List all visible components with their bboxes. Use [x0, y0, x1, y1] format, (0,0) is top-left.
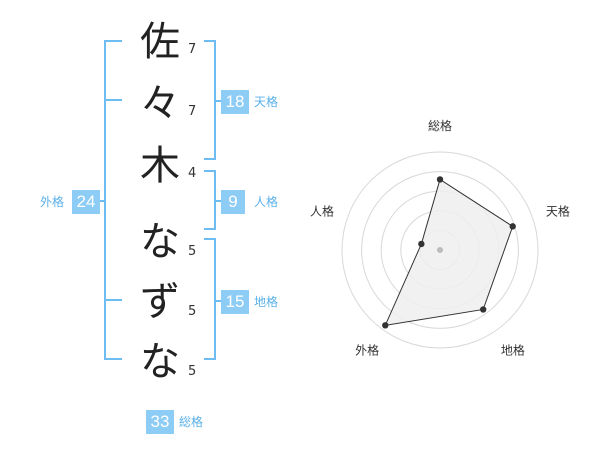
gaikaku-label: 外格	[40, 195, 65, 209]
jinkaku-label: 人格	[254, 195, 279, 209]
stroke-count-2: 7	[188, 104, 197, 119]
soukaku-label: 総格	[179, 415, 204, 429]
radar-point-3	[480, 306, 487, 313]
radar-center-dot	[437, 247, 443, 253]
chikaku-bracket	[204, 238, 216, 360]
gaikaku-bracket	[104, 40, 122, 360]
chikaku-connector	[214, 300, 222, 302]
tenkaku-value: 18	[221, 90, 249, 114]
stroke-count-4: 5	[188, 244, 197, 259]
soukaku-value: 33	[146, 410, 174, 434]
name-char-1: 佐	[140, 19, 180, 65]
chikaku-value: 15	[221, 290, 249, 314]
jinkaku-connector	[214, 200, 222, 202]
radar-point-1	[436, 176, 444, 183]
radar-axis-label-1: 総格	[428, 118, 452, 133]
stroke-count-6: 5	[188, 364, 197, 379]
name-char-6: な	[140, 339, 180, 385]
radar-grid-ring	[361, 171, 519, 329]
gaikaku-value: 24	[72, 190, 100, 214]
name-char-5: ず	[140, 279, 180, 325]
stroke-count-5: 5	[188, 304, 197, 319]
radar-point-5	[418, 240, 425, 248]
radar-axis-label-2: 天格	[546, 204, 570, 219]
stroke-count-3: 4	[188, 166, 197, 181]
radar-axis-label-4: 外格	[355, 342, 379, 357]
name-char-4: な	[140, 219, 180, 265]
stroke-count-1: 7	[188, 42, 197, 57]
radar-grid-ring	[341, 151, 539, 349]
chikaku-label: 地格	[254, 295, 279, 309]
name-char-2: 々	[140, 81, 180, 127]
radar-axis-label-3: 地格	[501, 342, 525, 357]
tenkaku-connector	[214, 100, 222, 102]
name-char-3: 木	[140, 143, 180, 189]
radar-area	[384, 178, 514, 326]
radar-axis-label-5: 人格	[310, 204, 334, 219]
gaikaku-connector	[96, 200, 106, 202]
radar-grid-ring	[380, 190, 500, 310]
radar-grid-ring	[400, 210, 480, 290]
radar-point-4	[382, 322, 389, 329]
radar-point-2	[509, 223, 516, 230]
gaikaku-bracket-tick-top	[104, 99, 122, 101]
jinkaku-value: 9	[221, 190, 245, 214]
tenkaku-label: 天格	[254, 95, 279, 109]
gaikaku-bracket-tick-bottom	[104, 299, 122, 301]
radar-grid-ring	[419, 229, 461, 271]
